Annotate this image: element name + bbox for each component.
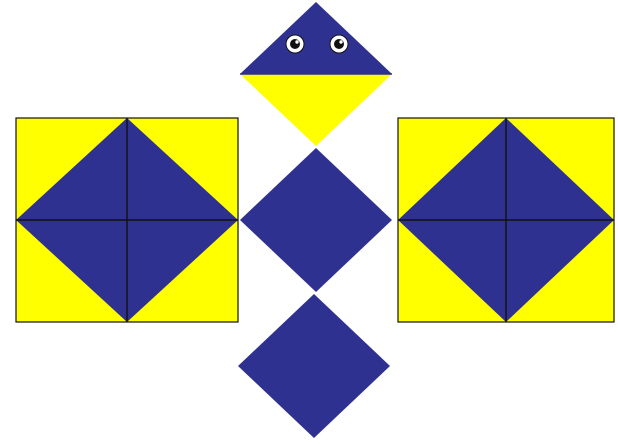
- head-blue-triangle: [240, 2, 392, 74]
- head-piece: [240, 2, 392, 146]
- left-wing-square: [16, 118, 238, 322]
- right-eye-icon: [330, 35, 348, 53]
- right-wing-square: [398, 118, 614, 322]
- body-lower-diamond: [238, 294, 390, 438]
- body-upper-diamond: [240, 148, 392, 292]
- head-yellow-triangle: [240, 74, 392, 146]
- left-eye-icon: [286, 35, 304, 53]
